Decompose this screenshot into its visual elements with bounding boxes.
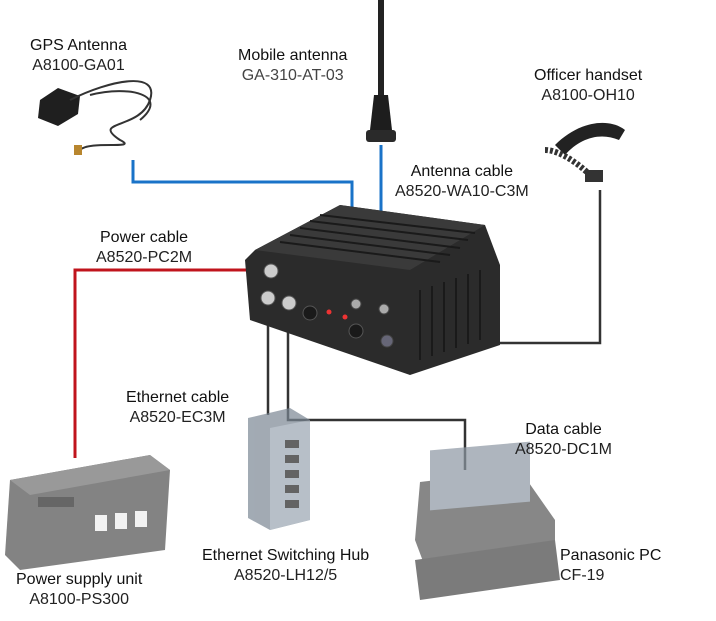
mobile-antenna-label: Mobile antenna GA-310-AT-03	[238, 46, 347, 86]
gps-antenna-image	[38, 80, 153, 155]
component-code: A8520-DC1M	[515, 441, 612, 458]
component-code: GA-310-AT-03	[241, 67, 344, 84]
component-name: Power cable	[100, 229, 189, 246]
mobile-antenna-image	[366, 0, 396, 142]
component-name: Data cable	[525, 421, 602, 438]
panasonic-pc-label: Panasonic PC CF-19	[560, 546, 661, 586]
component-name: Power supply unit	[16, 571, 143, 588]
power-cable-label: Power cable A8520-PC2M	[96, 228, 192, 268]
switching-hub-image	[248, 408, 310, 530]
component-name: Ethernet Switching Hub	[202, 547, 370, 564]
power-supply-label: Power supply unit A8100-PS300	[16, 570, 142, 610]
switching-hub-label: Ethernet Switching Hub A8520-LH12/5	[202, 546, 369, 586]
officer-handset-image	[544, 122, 625, 182]
component-name: Ethernet cable	[126, 389, 230, 406]
component-name: Panasonic PC	[560, 547, 662, 564]
component-code: A8520-EC3M	[129, 409, 226, 426]
radio-unit-image	[245, 205, 500, 375]
ethernet-cable-label: Ethernet cable A8520-EC3M	[126, 388, 229, 428]
component-code: A8520-WA10-C3M	[395, 183, 529, 200]
component-code: A8100-GA01	[32, 57, 125, 74]
component-code: A8520-PC2M	[96, 249, 193, 266]
power-cable-line	[73, 268, 268, 458]
data-cable-label: Data cable A8520-DC1M	[515, 420, 612, 460]
component-code: A8100-PS300	[29, 591, 129, 608]
power-supply-image	[5, 455, 170, 570]
component-code: A8520-LH12/5	[234, 567, 338, 584]
component-code: A8100-OH10	[541, 87, 635, 104]
gps-antenna-label: GPS Antenna A8100-GA01	[30, 36, 127, 76]
component-name: GPS Antenna	[30, 37, 127, 54]
component-code: CF-19	[560, 567, 605, 584]
panasonic-pc-image	[415, 441, 560, 600]
component-name: Mobile antenna	[238, 47, 348, 64]
component-name: Antenna cable	[410, 163, 513, 180]
officer-handset-label: Officer handset A8100-OH10	[534, 66, 642, 106]
antenna-cable-label: Antenna cable A8520-WA10-C3M	[395, 162, 529, 202]
component-name: Officer handset	[534, 67, 643, 84]
